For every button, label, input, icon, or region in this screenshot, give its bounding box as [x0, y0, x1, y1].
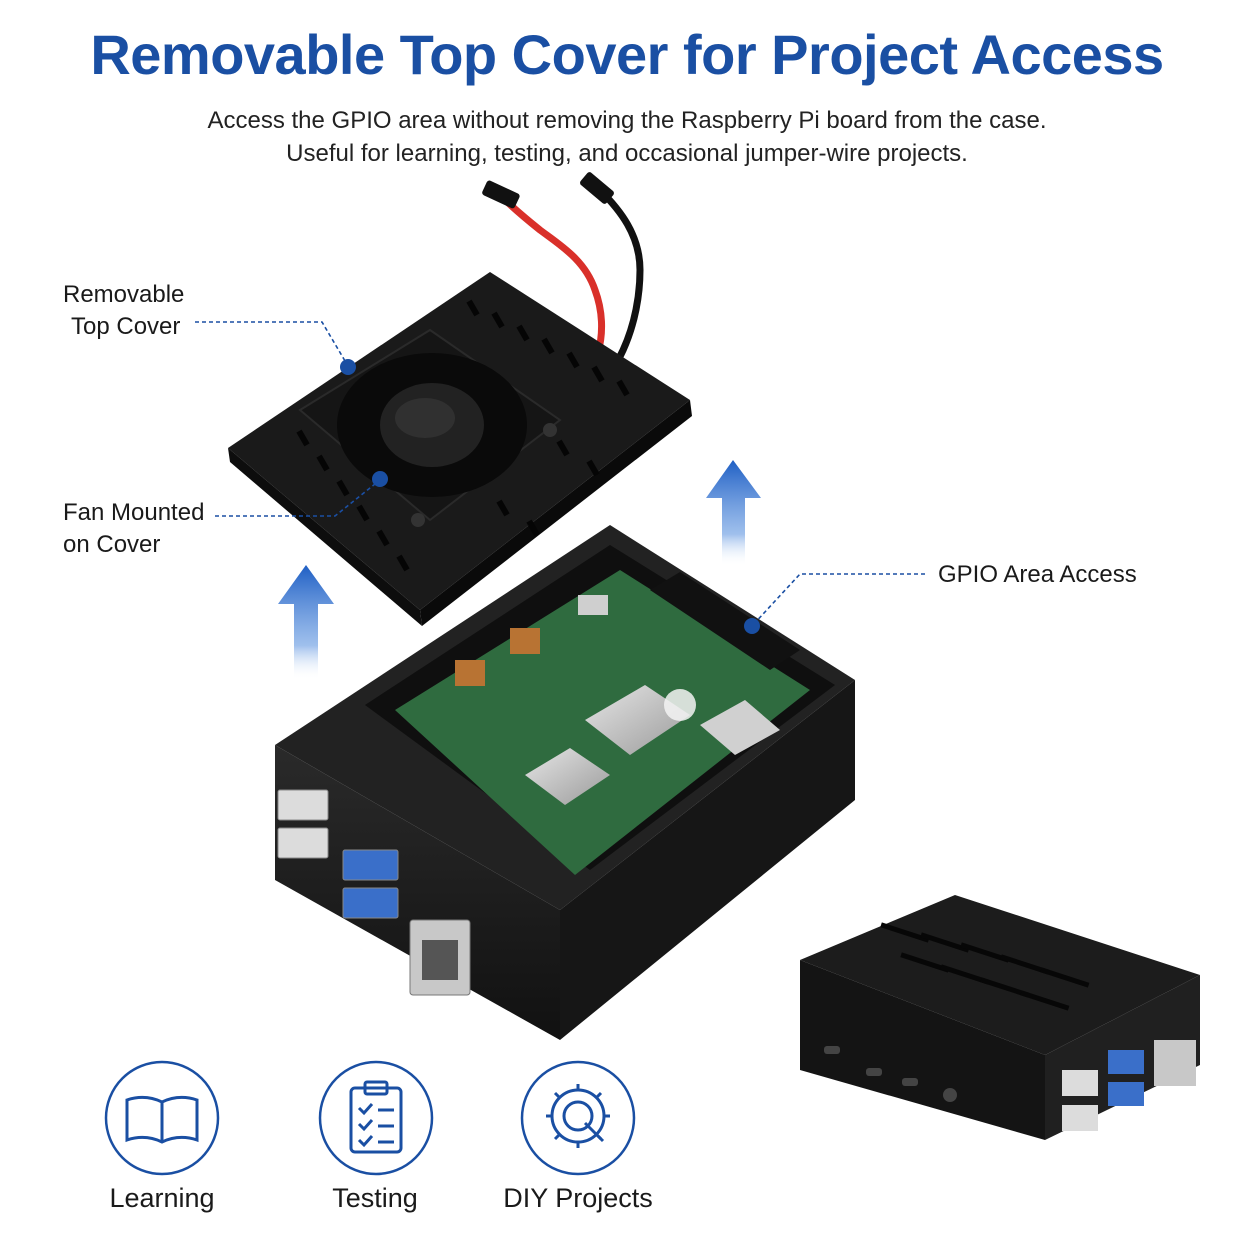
subtitle-line-2: Useful for learning, testing, and occasi…: [286, 140, 968, 167]
callout-top-cover: Removable Top Cover: [63, 279, 184, 343]
case-body: [275, 525, 855, 1040]
page-title: Removable Top Cover for Project Access: [90, 23, 1164, 86]
callout-leaders: [195, 321, 925, 627]
callout-dot: [744, 618, 760, 634]
callout-fan-line1: Fan Mounted: [63, 499, 205, 526]
subtitle-line-1: Access the GPIO area without removing th…: [207, 107, 1047, 134]
feature-label-learning: Learning: [109, 1183, 215, 1213]
lift-arrow-right-icon: [706, 460, 761, 566]
open-book-icon: [125, 1095, 199, 1144]
callout-dot: [340, 359, 356, 375]
feature-label-diy: DIY Projects: [503, 1183, 653, 1213]
lift-arrow-left-icon: [278, 565, 334, 680]
checklist-clipboard-icon: [349, 1080, 403, 1154]
closed-case-preview: [800, 895, 1200, 1140]
feature-label-testing: Testing: [332, 1183, 418, 1213]
callout-gpio: GPIO Area Access: [938, 561, 1137, 588]
feature-icon-learning: [104, 1060, 220, 1176]
callout-top-cover-line2: Top Cover: [71, 313, 181, 340]
callout-fan: Fan Mounted on Cover: [63, 497, 204, 561]
feature-icon-testing: [318, 1060, 434, 1176]
callout-fan-line2: on Cover: [63, 531, 161, 558]
callout-top-cover-line1: Removable: [63, 281, 185, 308]
callout-dot: [372, 471, 388, 487]
gear-wrench-icon: [546, 1084, 610, 1148]
feature-icon-diy: [520, 1060, 636, 1176]
removable-top-cover: [228, 272, 692, 626]
